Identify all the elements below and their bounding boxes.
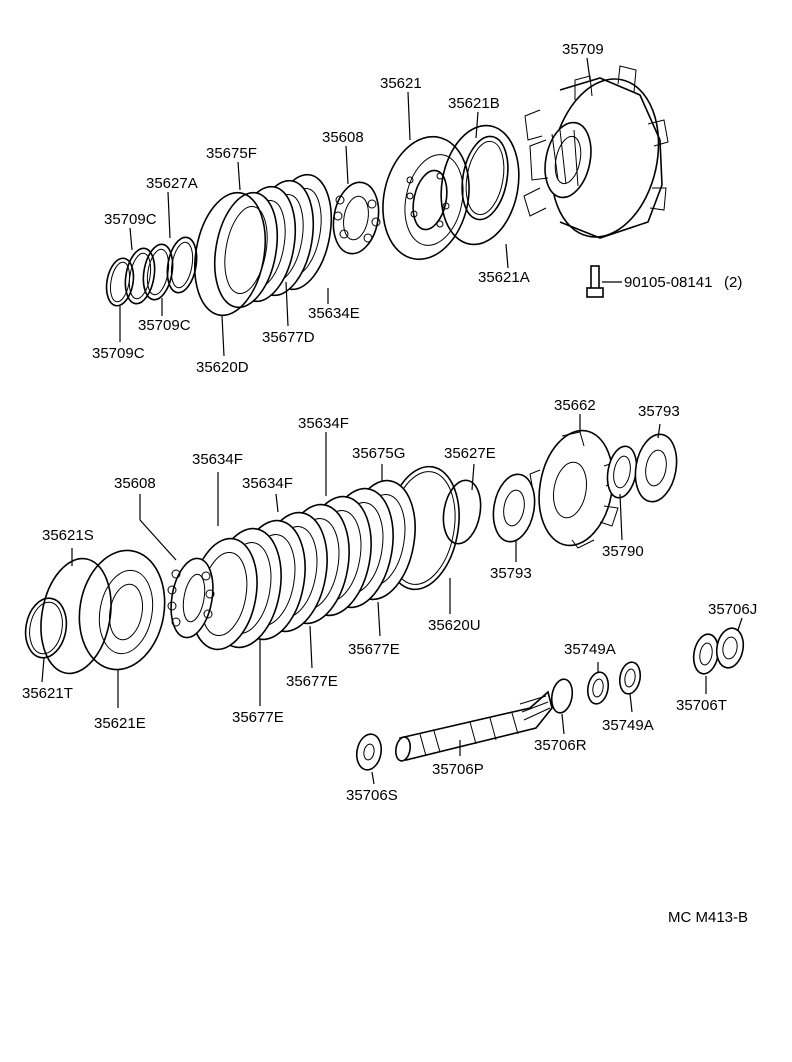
part-35621A-seal [440, 124, 520, 246]
leader-lines [41, 57, 743, 785]
label-35621B: 35621B [448, 95, 500, 112]
label-35706T: 35706T [676, 697, 727, 714]
part-clutch-plates-bottom [190, 479, 416, 651]
label-35706P: 35706P [432, 761, 484, 778]
part-35793-washer-left [492, 473, 536, 543]
label-35634F-a: 35634F [298, 415, 349, 432]
label-35662: 35662 [554, 397, 596, 414]
label-35634F-b: 35634F [192, 451, 243, 468]
label-35793-a: 35793 [638, 403, 680, 420]
part-35621B-seal [461, 135, 509, 221]
label-35709C-c: 35709C [92, 345, 145, 362]
part-35621S-seal [40, 557, 112, 675]
label-35627A: 35627A [146, 175, 198, 192]
footer-code: MC M413-B [668, 909, 748, 926]
label-35706J: 35706J [708, 601, 757, 618]
label-90105: 90105-08141 [624, 274, 712, 291]
part-35706J-bearing [715, 627, 745, 669]
label-35677E-b: 35677E [286, 673, 338, 690]
label-35709C-b: 35709C [138, 317, 191, 334]
label-35621A: 35621A [478, 269, 530, 286]
label-35793-b: 35793 [490, 565, 532, 582]
part-35709-drum [523, 65, 669, 239]
label-35621E: 35621E [94, 715, 146, 732]
part-35621-piston [382, 135, 470, 261]
label-35677D: 35677D [262, 329, 315, 346]
part-labels: 35709 35621 35621B 35608 35675F 35627A 3… [22, 41, 757, 926]
part-35608-spring-retainer-bottom [167, 557, 215, 639]
part-clutch-plates-top [194, 173, 333, 317]
label-35621T: 35621T [22, 685, 73, 702]
part-90105-bolt [586, 265, 604, 298]
label-35675F: 35675F [206, 145, 257, 162]
part-35706S-washer [355, 733, 383, 771]
label-35749A-a: 35749A [564, 641, 616, 658]
part-35608-spring-retainer-top [332, 181, 381, 255]
label-35709C-a: 35709C [104, 211, 157, 228]
label-90105-qty: (2) [724, 274, 742, 291]
label-35749A-b: 35749A [602, 717, 654, 734]
label-35608-top: 35608 [322, 129, 364, 146]
part-35621E-piston [78, 549, 166, 671]
label-35634F-c: 35634F [242, 475, 293, 492]
label-35627E: 35627E [444, 445, 496, 462]
label-35706R: 35706R [534, 737, 587, 754]
part-35706P-shaft [394, 690, 553, 762]
part-35709C-rings [105, 243, 174, 307]
label-35677E-a: 35677E [348, 641, 400, 658]
label-35621S: 35621S [42, 527, 94, 544]
label-35608-bot: 35608 [114, 475, 156, 492]
label-35790: 35790 [602, 543, 644, 560]
label-35706S: 35706S [346, 787, 398, 804]
part-35793-washer-right [634, 433, 678, 503]
part-35627E-ring [442, 479, 482, 545]
label-35709: 35709 [562, 41, 604, 58]
part-35706R-snap-ring [550, 678, 574, 714]
label-35620U: 35620U [428, 617, 481, 634]
label-35621: 35621 [380, 75, 422, 92]
label-35677E-c: 35677E [232, 709, 284, 726]
part-35662-carrier [529, 429, 621, 549]
label-35634E: 35634E [308, 305, 360, 322]
part-35621T-seal [24, 597, 68, 659]
label-35620D: 35620D [196, 359, 249, 376]
part-35749A-washers [586, 661, 642, 705]
label-35675G: 35675G [352, 445, 405, 462]
